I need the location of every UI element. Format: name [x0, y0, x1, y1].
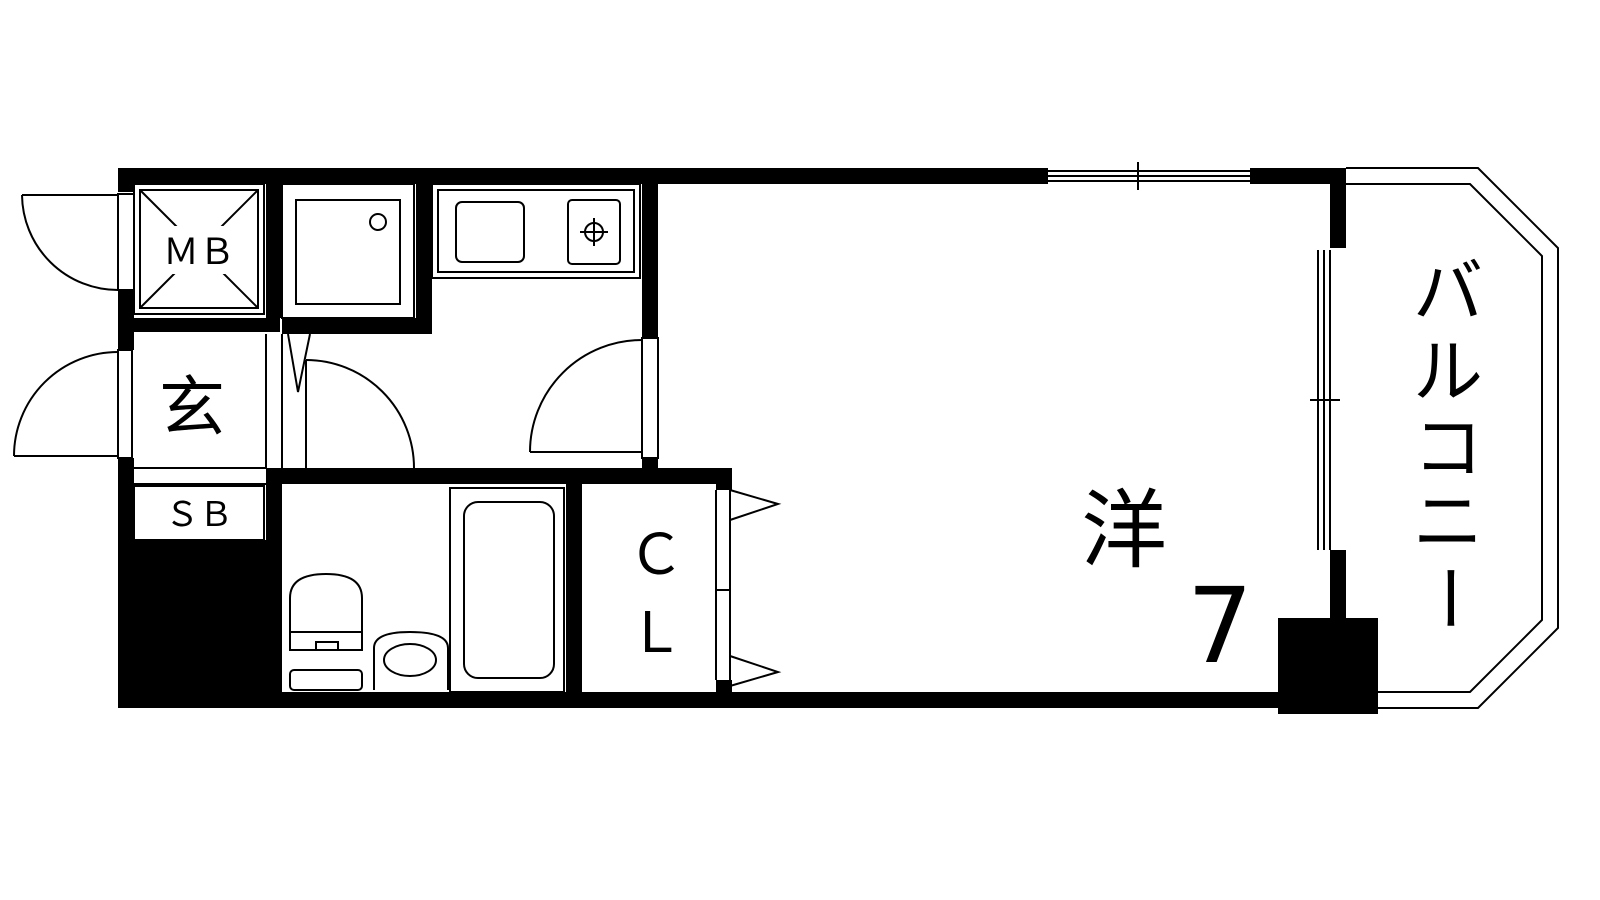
meter-box-label: ＭＢ: [163, 232, 235, 273]
stove-icon: [567, 199, 621, 265]
balcony-rail-inner: [1346, 183, 1543, 693]
entrance-door-frame: [117, 349, 133, 459]
front-door[interactable]: [21, 193, 135, 291]
western-room-size: 7: [1187, 565, 1253, 687]
balcony-label-3: コ: [1413, 407, 1483, 489]
unit-bath: [289, 487, 565, 693]
toilet-icon: [289, 572, 363, 651]
wall-closet-right-bottom: [714, 680, 732, 708]
laundry-pan-outer: [281, 183, 415, 319]
structural-column: [1278, 618, 1378, 714]
wall-kitchen-right-bottom: [642, 458, 658, 470]
wall-kitchen-right-top: [642, 168, 658, 338]
western-room-label: 洋: [1081, 481, 1167, 581]
closet: Ｃ Ｌ: [582, 484, 782, 692]
right-wall-bottom: [1330, 550, 1346, 625]
top-window-end: [1250, 168, 1278, 184]
top-wall-left: [118, 168, 1048, 184]
balcony-label-5: ー: [1407, 563, 1489, 633]
kitchen-counter-inner: [437, 189, 635, 273]
top-wall-right: [1278, 168, 1346, 184]
closet-label-c: Ｃ: [628, 523, 684, 588]
meter-box-inner: [139, 189, 259, 309]
entrance-door[interactable]: [13, 349, 133, 459]
balcony-label-1: バ: [1413, 251, 1483, 333]
laundry-drain-icon: [369, 213, 387, 231]
balcony-label-4: ニ: [1413, 481, 1483, 563]
washroom-door[interactable]: [281, 333, 415, 469]
bathtub-outer: [449, 487, 565, 693]
closet-label-l: Ｌ: [628, 601, 684, 666]
wall-mb-right: [266, 168, 282, 318]
wall-mb-entrance: [118, 318, 280, 332]
wall-closet-right: [716, 468, 732, 490]
closet-area: [582, 484, 716, 692]
entrance-door-swing: [13, 351, 119, 457]
right-wall-top: [1330, 168, 1346, 248]
toilet-tank: [289, 669, 363, 691]
wall-laundry-right: [416, 168, 432, 334]
bottom-wall: [118, 692, 1352, 708]
closet-door-arrow-bottom: [729, 655, 782, 687]
wall-bath-closet: [566, 484, 582, 694]
wall-bath-top: [266, 468, 732, 484]
balcony-window[interactable]: [1310, 250, 1340, 550]
exterior-walls: [118, 168, 1378, 714]
shoe-box-outline: [133, 485, 265, 541]
washing-machine-pan: [281, 183, 415, 319]
western-room: 洋 7: [1081, 481, 1253, 687]
meter-box-label-bg: [152, 226, 248, 274]
balcony-label-2: ル: [1413, 331, 1483, 413]
shoe-box: ＳＢ: [133, 485, 265, 541]
kitchen: [431, 183, 641, 279]
bathtub-icon: [463, 501, 555, 679]
laundry-pan-inner: [295, 199, 401, 305]
room-door-swing: [529, 339, 643, 453]
entrance-label: 玄: [159, 369, 225, 446]
kitchen-counter: [431, 183, 641, 279]
left-wall-top: [118, 168, 134, 192]
shoe-box-label: ＳＢ: [165, 495, 233, 535]
washbasin-icon: [373, 630, 449, 690]
pipe-space: [120, 540, 272, 700]
wall-laundry-bottom: [282, 318, 432, 334]
closet-door-arrow-top: [729, 489, 782, 521]
washbasin-bowl: [383, 643, 437, 677]
front-door-swing: [21, 194, 119, 291]
front-door-frame: [117, 193, 135, 291]
room-door[interactable]: [529, 337, 659, 459]
meter-box: ＭＢ: [133, 183, 265, 315]
folding-door-icon: [287, 333, 311, 393]
toilet-hinge: [315, 641, 339, 651]
room-door-frame: [641, 337, 659, 459]
top-window: [1024, 162, 1278, 190]
wall-bath-left: [266, 468, 282, 708]
entrance: 玄: [134, 334, 267, 485]
balcony-rail-outer: [1346, 167, 1559, 709]
balcony: バ ル コ ニ ー: [1346, 167, 1559, 709]
interior-walls: [118, 168, 732, 708]
sink-icon: [455, 201, 525, 263]
washroom-door-swing: [305, 359, 415, 469]
